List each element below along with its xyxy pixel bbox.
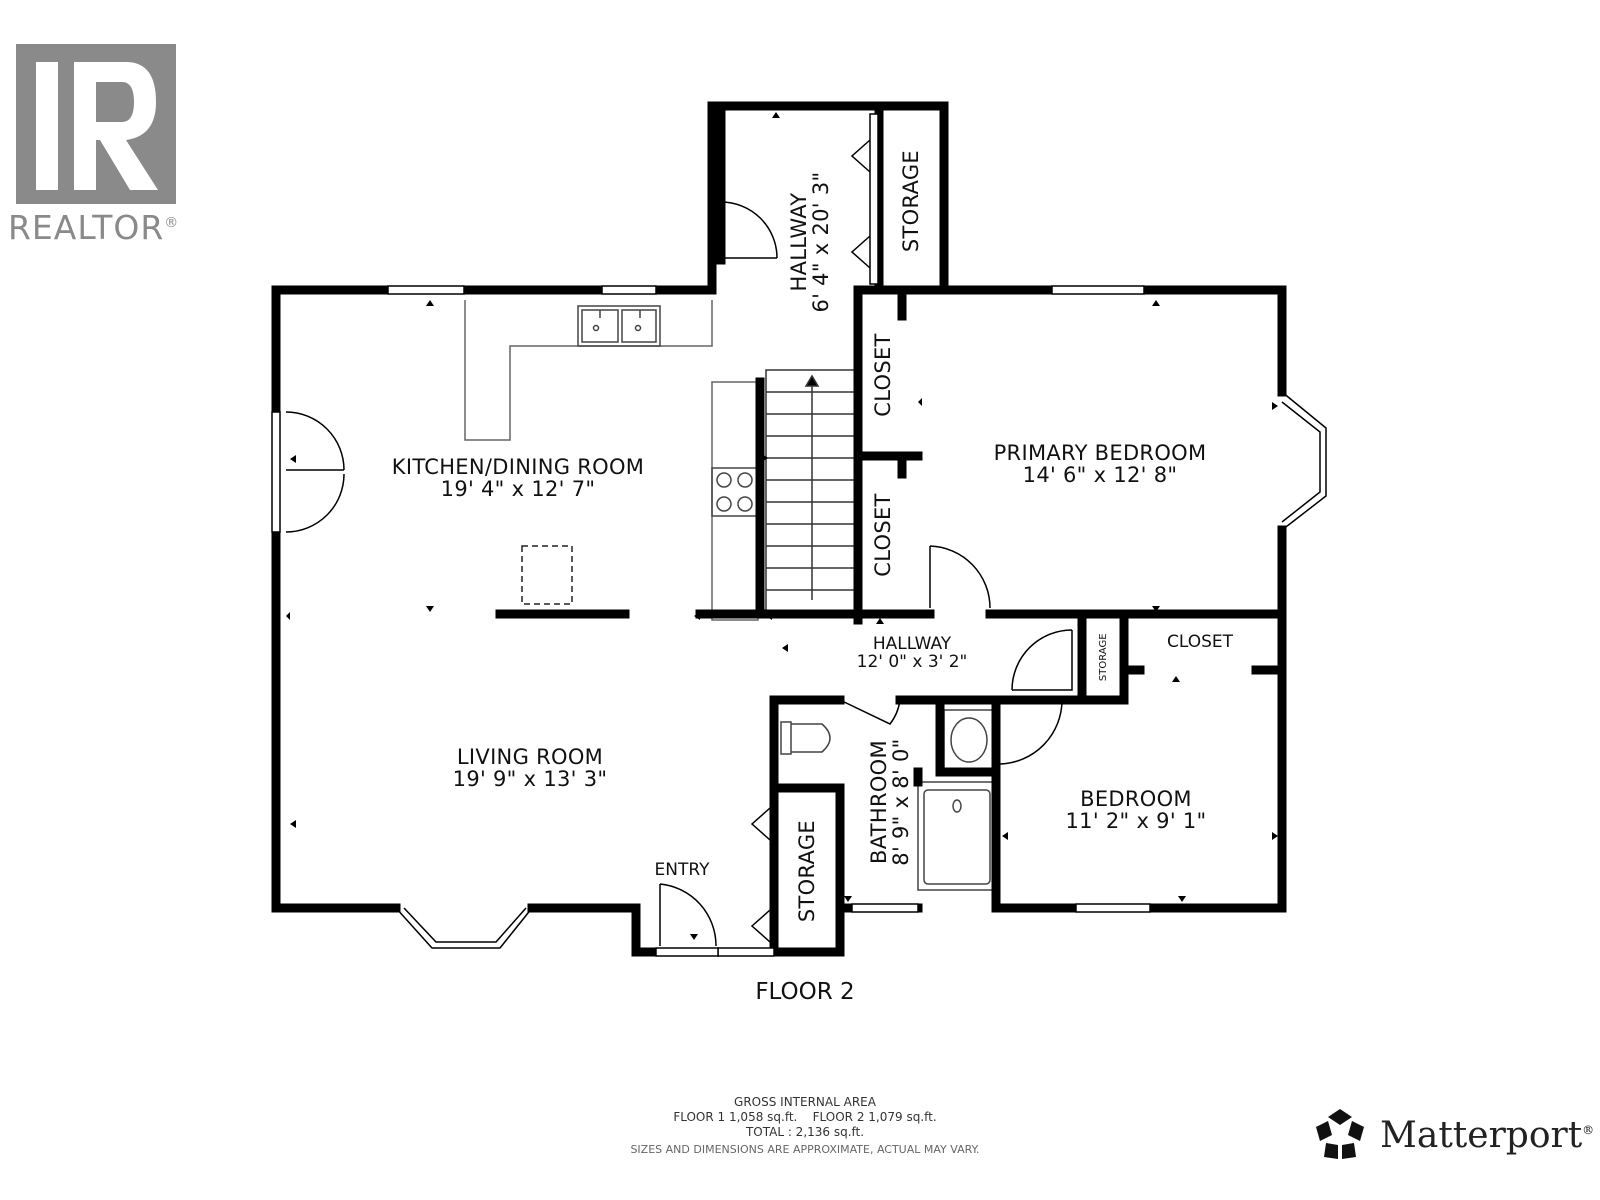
sink-icon xyxy=(577,305,661,347)
closet-door-storage-top-b xyxy=(850,235,871,269)
disclaimer: SIZES AND DIMENSIONS ARE APPROXIMATE, AC… xyxy=(630,1143,980,1156)
realtor-logo xyxy=(16,44,176,204)
label-entry: ENTRY xyxy=(654,860,710,880)
door-primary xyxy=(929,545,991,609)
toilet-icon xyxy=(780,721,831,755)
room-label-bedroom: BEDROOM 11' 2" x 9' 1" xyxy=(1046,788,1226,832)
door-bedroom xyxy=(999,699,1063,765)
room-name: HALLWAY xyxy=(786,192,811,292)
room-dimensions: 19' 9" x 13' 3" xyxy=(452,767,608,792)
room-name: BEDROOM xyxy=(1080,787,1192,811)
room-dimensions: 8' 9" x 8' 0" xyxy=(889,738,913,866)
closet-door-entry-storage-b xyxy=(750,909,771,943)
bay-window-living xyxy=(395,907,533,949)
matterport-logo: Matterport® xyxy=(1312,1107,1594,1163)
door-hallway-top xyxy=(720,201,778,259)
island-outline xyxy=(521,545,573,605)
room-name: PRIMARY BEDROOM xyxy=(993,441,1207,465)
label-closet-lower: CLOSET xyxy=(870,493,895,577)
room-label-bathroom: BATHROOM 8' 9" x 8' 0" xyxy=(866,712,913,892)
closet-door-entry-storage-a xyxy=(750,807,771,841)
door-bathroom xyxy=(839,699,901,725)
room-dimensions: 6' 4" x 20' 3" xyxy=(809,171,833,313)
stove-icon xyxy=(711,467,759,517)
label-storage-hall: STORAGE xyxy=(1097,633,1109,682)
matterport-wordmark: Matterport® xyxy=(1380,1114,1595,1156)
matterport-icon xyxy=(1316,1109,1364,1159)
room-label-living: LIVING ROOM 19' 9" x 13' 3" xyxy=(420,746,640,790)
area-heading: GROSS INTERNAL AREA xyxy=(734,1095,876,1109)
door-hall-storage xyxy=(1011,629,1073,691)
area-total: TOTAL : 2,136 sq.ft. xyxy=(745,1125,865,1139)
room-dimensions: 19' 4" x 12' 7" xyxy=(440,477,596,502)
room-name: HALLWAY xyxy=(872,634,952,654)
area-floors: FLOOR 1 1,058 sq.ft. FLOOR 2 1,079 sq.ft… xyxy=(673,1110,937,1124)
bay-window-primary xyxy=(1281,391,1327,531)
room-label-kitchen-dining: KITCHEN/DINING ROOM 19' 4" x 12' 7" xyxy=(372,456,664,500)
room-label-hallway-top: HALLWAY 6' 4" x 20' 3" xyxy=(786,142,833,342)
realtor-wordmark: REALTOR® xyxy=(8,208,180,247)
area-summary: GROSS INTERNAL AREA FLOOR 1 1,058 sq.ft.… xyxy=(580,1095,1030,1157)
label-storage-entry: STORAGE xyxy=(794,819,819,923)
staircase xyxy=(765,369,859,617)
closet-door-storage-top-a xyxy=(850,139,871,173)
room-dimensions: 14' 6" x 12' 8" xyxy=(1022,463,1178,488)
room-name: KITCHEN/DINING ROOM xyxy=(391,455,645,479)
label-storage-top: STORAGE xyxy=(898,149,923,253)
label-closet-bedroom: CLOSET xyxy=(1166,632,1234,652)
bathtub-icon xyxy=(917,781,997,891)
double-door-kitchen xyxy=(285,411,345,533)
floor-title: FLOOR 2 xyxy=(755,979,855,1005)
room-dimensions: 11' 2" x 9' 1" xyxy=(1065,809,1207,834)
room-label-primary-bedroom: PRIMARY BEDROOM 14' 6" x 12' 8" xyxy=(960,442,1240,486)
room-name: BATHROOM xyxy=(866,740,891,865)
bathroom-sink-icon xyxy=(943,709,995,773)
door-entry xyxy=(659,883,717,947)
label-closet-upper: CLOSET xyxy=(870,333,895,417)
room-dimensions: 12' 0" x 3' 2" xyxy=(856,651,968,672)
room-label-hallway-mid: HALLWAY 12' 0" x 3' 2" xyxy=(842,634,982,672)
room-name: LIVING ROOM xyxy=(456,745,604,769)
